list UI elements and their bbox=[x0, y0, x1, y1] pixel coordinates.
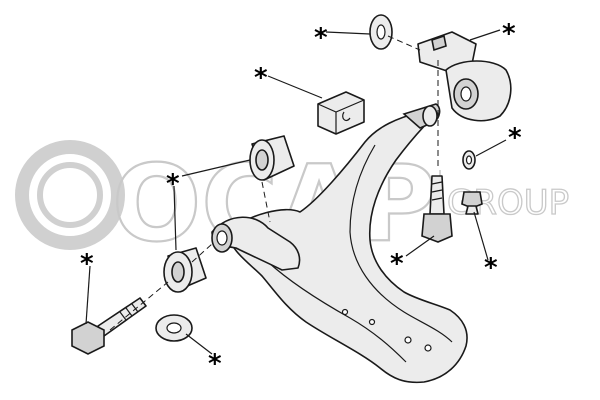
short-bolt bbox=[461, 191, 483, 215]
callout-rear-bolt: * bbox=[390, 249, 404, 279]
ball-joint-end bbox=[422, 105, 438, 127]
callout-bump-stop: * bbox=[254, 63, 268, 93]
callout-rear-bushing: * bbox=[502, 19, 516, 49]
leader-small-washer bbox=[475, 139, 507, 157]
callouts: * * * * * * * * * * bbox=[80, 19, 522, 379]
long-bolt bbox=[71, 297, 147, 355]
bump-stop bbox=[317, 91, 365, 135]
leader-rear-bushing bbox=[469, 29, 501, 41]
control-arm-lower-edge bbox=[267, 261, 407, 363]
arm-hole-3 bbox=[368, 318, 376, 326]
arm-hole-2 bbox=[424, 344, 432, 352]
leader-washer-top bbox=[325, 31, 371, 35]
top-washer-hole bbox=[376, 24, 386, 40]
dash-washer bbox=[387, 35, 421, 51]
callout-small-washer: * bbox=[508, 123, 522, 153]
callout-large-washer: * bbox=[208, 349, 222, 379]
leader-bump-stop bbox=[267, 75, 323, 99]
leader-long-bolt bbox=[85, 265, 91, 325]
rear-bushing-bracket bbox=[417, 31, 512, 122]
leader-short-bolt bbox=[473, 211, 489, 261]
short-bolt-head bbox=[461, 191, 483, 209]
bump-stop-edges bbox=[317, 99, 365, 134]
rear-bolt-thread bbox=[431, 181, 443, 201]
dash-upper-bushing bbox=[261, 181, 271, 223]
callout-long-bolt: * bbox=[80, 249, 94, 279]
control-arm-flange bbox=[349, 144, 453, 343]
long-bolt-head bbox=[71, 321, 105, 355]
front-bushing-lower-core bbox=[171, 261, 185, 283]
small-washer-hole bbox=[465, 155, 473, 165]
control-arm bbox=[211, 103, 468, 384]
rear-bolt bbox=[421, 175, 453, 243]
long-bolt-shank bbox=[97, 297, 147, 337]
small-washer bbox=[462, 150, 476, 170]
top-washer bbox=[369, 14, 393, 50]
callout-short-bolt: * bbox=[484, 253, 498, 283]
watermark-ring-2 bbox=[37, 162, 103, 228]
large-washer bbox=[155, 314, 193, 342]
bump-stop-clip bbox=[342, 111, 351, 122]
bracket-slot bbox=[431, 34, 447, 52]
leader-rear-bolt bbox=[405, 235, 435, 257]
control-arm-body bbox=[225, 111, 468, 384]
dash-front-mount bbox=[191, 243, 213, 263]
assembly-lines bbox=[109, 35, 439, 331]
leader-lines bbox=[85, 29, 507, 355]
front-mount-bore bbox=[216, 230, 228, 246]
watermark-ring-1 bbox=[15, 140, 125, 250]
leader-large-washer bbox=[185, 333, 213, 355]
front-bushing-upper-core bbox=[255, 149, 269, 171]
leader-bushing-lower bbox=[173, 185, 177, 251]
callout-front-bushing-upper: * bbox=[166, 169, 180, 199]
short-bolt-shank bbox=[465, 205, 479, 215]
bump-stop-block bbox=[317, 91, 365, 135]
rear-bushing-bore bbox=[460, 86, 472, 102]
dash-long-bolt bbox=[109, 281, 169, 331]
large-washer-hole bbox=[166, 322, 182, 334]
long-bolt-thread bbox=[119, 303, 139, 321]
front-bushing-upper bbox=[249, 135, 295, 181]
leader-bushing-upper bbox=[181, 159, 251, 177]
callout-washer-top: * bbox=[314, 23, 328, 53]
arm-hole-1 bbox=[404, 336, 412, 344]
arm-hole-4 bbox=[341, 308, 349, 316]
rear-bolt-head bbox=[421, 213, 453, 243]
